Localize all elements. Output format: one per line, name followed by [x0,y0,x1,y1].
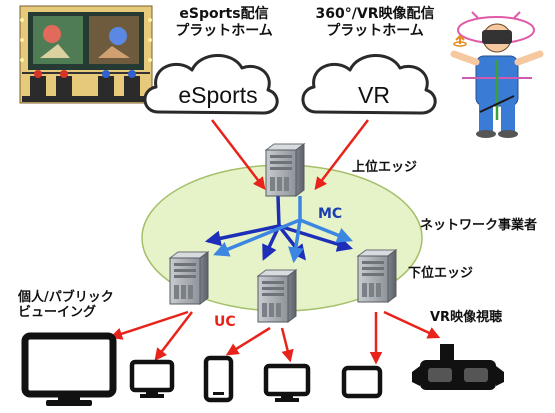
lower-edge-label: 下位エッジ [408,266,474,281]
esports-platform-label: eSports配信 プラットホーム [160,6,288,39]
network-operator-label: ネットワーク事業者 [420,218,538,233]
vr-headset-icon [412,344,504,390]
vr-cloud-label: VR [358,82,390,108]
esports-platform-line-1: eSports配信 [179,6,269,22]
lower-edge-server-center-icon [257,269,297,323]
multicast-arrows [204,195,354,264]
monitor-icon [129,359,175,398]
lower-edge-server-left-icon [169,251,209,305]
uc-label: UC [214,314,236,330]
arrow-vr-to-upper-edge [314,119,369,190]
upper-edge-label: 上位エッジ [352,160,418,175]
vr-platform-label: 360°/VR映像配信 プラットホーム [300,6,450,39]
vr-cloud [301,54,437,115]
esports-platform-line-2: プラットホーム [175,22,273,39]
vr-viewing-label: VR映像視聴 [430,310,503,325]
esports-stage-illustration [19,5,153,104]
arrow-esports-to-upper-edge [211,119,266,190]
smartphone-icon [203,355,234,403]
mc-label: MC [318,206,343,222]
tablet-icon [341,365,383,399]
unicast-arrows [109,310,441,365]
vr-headset-person-illustration [450,11,544,138]
public-viewing-label: 個人/パブリック ビューイング [18,290,114,321]
large-monitor-icon [21,332,117,406]
lower-edge-server-right-icon [357,249,397,303]
vr-platform-line-1: 360°/VR映像配信 [315,6,435,22]
upper-edge-server-icon [265,143,305,197]
vr-platform-line-2: プラットホーム [326,22,424,39]
esports-cloud [143,54,279,115]
public-viewing-line-1: 個人/パブリック [18,290,114,305]
public-viewing-line-2: ビューイング [18,305,97,321]
monitor-icon-2 [263,363,311,402]
esports-cloud-label: eSports [178,82,258,108]
